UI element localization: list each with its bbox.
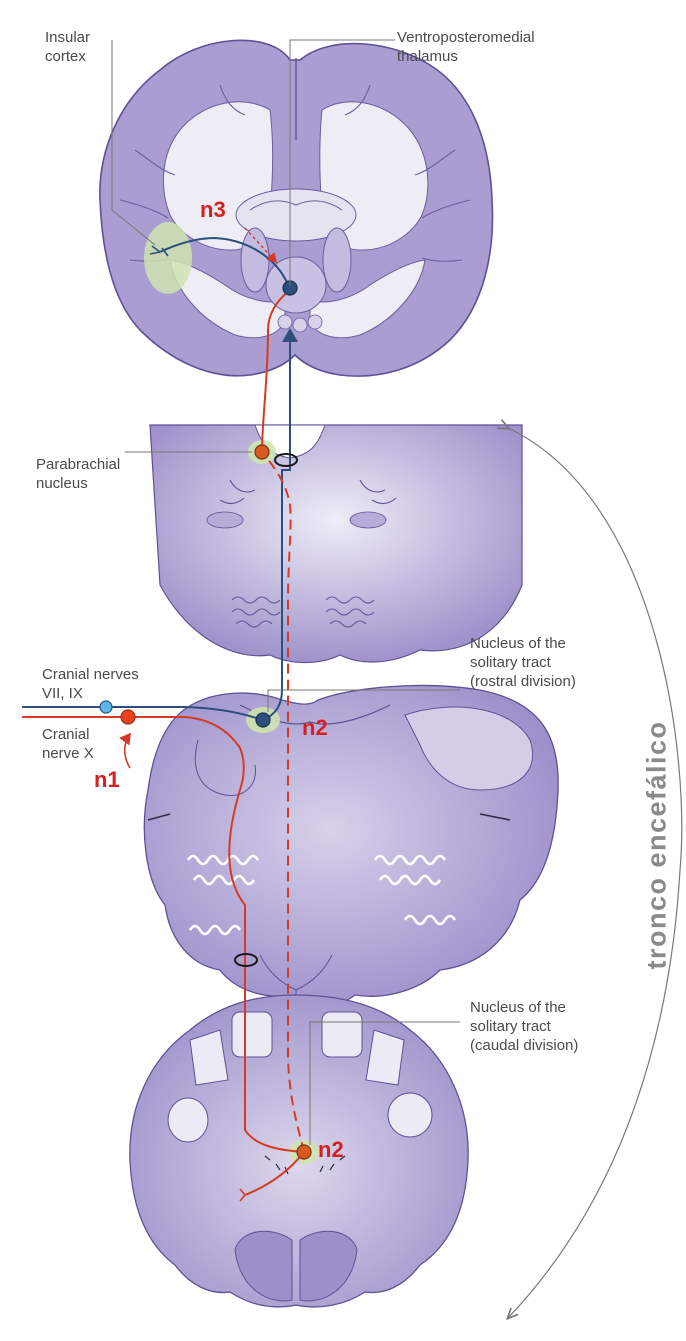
n3-label: n3 xyxy=(200,198,226,222)
nts-rostral-label: Nucleus of the solitary tract (rostral d… xyxy=(470,634,576,691)
n2-rostral-soma xyxy=(256,713,270,727)
pons-section xyxy=(150,425,522,663)
parabrachial-nucleus-label: Parabrachial nucleus xyxy=(36,455,120,493)
vpm-thalamus-label: Ventroposteromedial thalamus xyxy=(397,28,535,66)
n2-caudal-label: n2 xyxy=(318,1138,344,1162)
n1-x-soma xyxy=(121,710,135,724)
n1-label: n1 xyxy=(94,768,120,792)
rostral-medulla-section xyxy=(144,685,558,1006)
cranial-nerves-vii-ix-label: Cranial nerves VII, IX xyxy=(42,665,139,703)
brainstem-side-label: tronco encefálico xyxy=(642,720,673,969)
insular-cortex-highlight xyxy=(144,222,192,294)
n2-rostral-label: n2 xyxy=(302,716,328,740)
cranial-nerve-x-label: Cranial nerve X xyxy=(42,725,94,763)
parabrachial-soma xyxy=(255,445,269,459)
insular-cortex-label: Insular cortex xyxy=(45,28,90,66)
cerebrum-section xyxy=(100,40,493,376)
n2-caudal-soma xyxy=(297,1145,311,1159)
nts-caudal-label: Nucleus of the solitary tract (caudal di… xyxy=(470,998,578,1055)
